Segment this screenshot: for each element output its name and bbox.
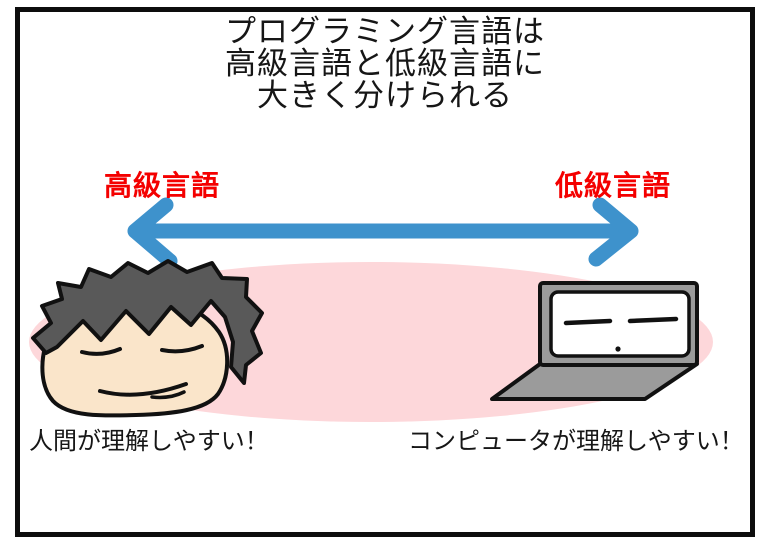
high-level-language-label: 高級言語 <box>104 170 221 201</box>
spectrum-arrow <box>127 197 639 269</box>
panel-border <box>15 7 755 537</box>
computer-caption: コンピュータが理解しやすい！ <box>408 428 744 455</box>
laptop-screen-right-dash <box>627 316 679 324</box>
face-left-eye <box>80 347 122 356</box>
panel-title-line3: 大きく分けられる <box>257 78 513 113</box>
face-mouth <box>98 382 188 397</box>
laptop-screen-dot <box>615 346 621 352</box>
low-level-language-label: 低級言語 <box>555 170 672 201</box>
laptop-screen-left-dash <box>563 318 613 326</box>
face-hair <box>31 259 264 385</box>
face-mouth-underline <box>150 390 186 400</box>
arrow-left-head-icon <box>127 197 178 269</box>
laptop-screen <box>549 290 691 358</box>
human-caption: 人間が理解しやすい！ <box>29 428 269 455</box>
panel-title-line2: 高級言語と低級言語に <box>225 46 545 81</box>
human-face-icon <box>31 259 264 418</box>
arrow-right-head-icon <box>588 197 639 267</box>
panel-title-line1: プログラミング言語は <box>225 14 545 49</box>
panel-title: プログラミング言語は 高級言語と低級言語に 大きく分けられる <box>15 16 755 112</box>
laptop-icon <box>490 281 699 401</box>
face-right-eye <box>160 344 204 354</box>
